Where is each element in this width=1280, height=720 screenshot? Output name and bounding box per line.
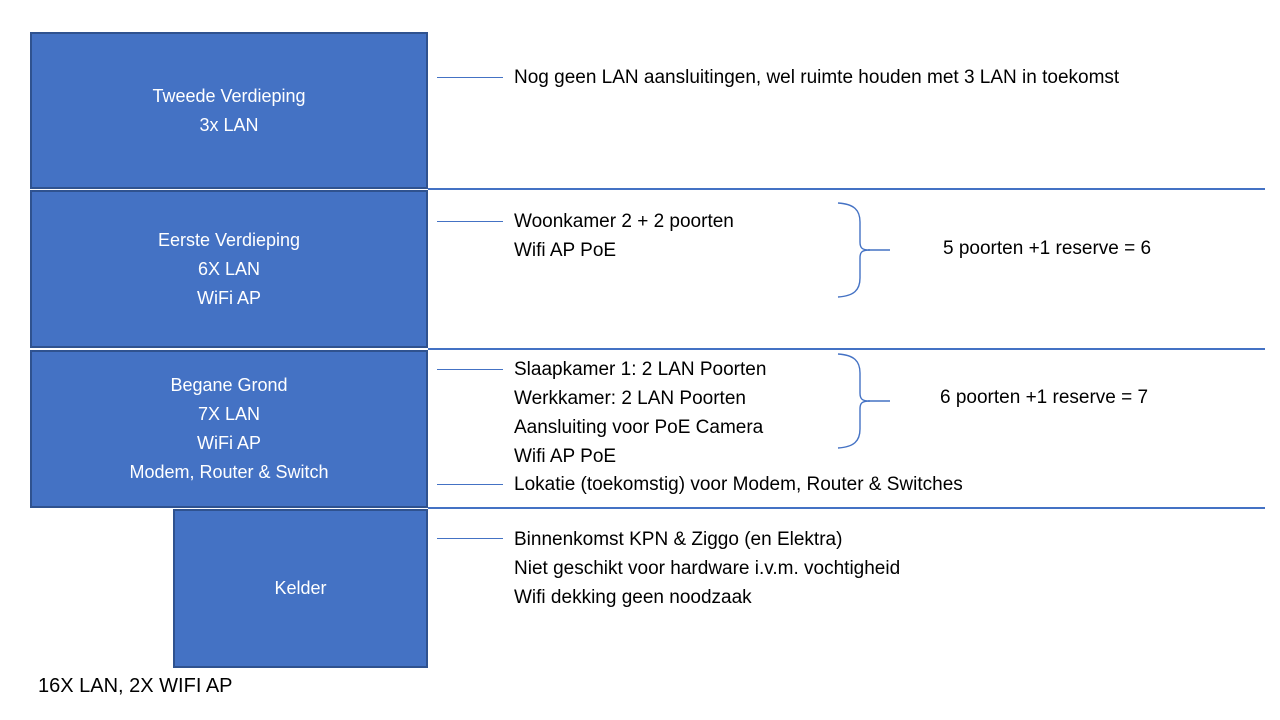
annotation-line: Niet geschikt voor hardware i.v.m. vocht…	[514, 558, 901, 579]
annotation-line: Wifi AP PoE	[514, 240, 617, 261]
floor-label-line: 3x LAN	[199, 114, 259, 135]
annotation-line: Nog geen LAN aansluitingen, wel ruimte h…	[514, 67, 1120, 88]
floor-box-eerste-verdieping: Eerste Verdieping 6X LAN WiFi AP	[30, 190, 428, 348]
floor-label-line: Tweede Verdieping	[152, 85, 306, 106]
port-summary-begane: 6 poorten +1 reserve = 7	[940, 387, 1149, 408]
annotation-line: Aansluiting voor PoE Camera	[514, 417, 764, 438]
floor-label-line: 6X LAN	[197, 258, 261, 279]
annotation-begane-grond: Slaapkamer 1: 2 LAN Poorten Werkkamer: 2…	[514, 355, 766, 471]
annotation-line: Slaapkamer 1: 2 LAN Poorten	[514, 359, 767, 380]
leader-line-eerste	[437, 221, 503, 222]
annotation-lokatie: Lokatie (toekomstig) voor Modem, Router …	[514, 470, 963, 499]
curly-brace-eerste	[837, 202, 890, 298]
leader-line-tweede	[437, 77, 503, 78]
floor-divider-line	[428, 348, 1265, 350]
annotation-line: Lokatie (toekomstig) voor Modem, Router …	[514, 474, 963, 495]
annotation-line: Werkkamer: 2 LAN Poorten	[514, 388, 746, 409]
annotation-line: Wifi dekking geen noodzaak	[514, 587, 752, 608]
floor-divider-line	[428, 188, 1265, 190]
port-summary-eerste: 5 poorten +1 reserve = 6	[943, 238, 1152, 259]
floor-divider-line	[428, 507, 1265, 509]
leader-line-lokatie	[437, 484, 503, 485]
leader-line-kelder	[437, 538, 503, 539]
floor-box-kelder: Kelder	[173, 509, 428, 668]
floor-label-line: Kelder	[274, 578, 327, 598]
floor-label-line: WiFi AP	[196, 287, 261, 308]
floor-label-line: Eerste Verdieping	[157, 229, 301, 250]
leader-line-begane	[437, 369, 503, 370]
total-count-label: 16X LAN, 2X WIFI AP	[38, 675, 233, 697]
floor-box-tweede-verdieping: Tweede Verdieping 3x LAN	[30, 32, 428, 189]
floor-label-line: 7X LAN	[197, 404, 261, 424]
floor-label-line: Begane Grond	[170, 375, 288, 395]
annotation-tweede-verdieping: Nog geen LAN aansluitingen, wel ruimte h…	[514, 63, 1119, 92]
floor-box-begane-grond: Begane Grond 7X LAN WiFi AP Modem, Route…	[30, 350, 428, 508]
annotation-line: Woonkamer 2 + 2 poorten	[514, 211, 734, 232]
annotation-line: Binnenkomst KPN & Ziggo (en Elektra)	[514, 529, 843, 550]
curly-brace-begane	[837, 353, 890, 449]
annotation-kelder: Binnenkomst KPN & Ziggo (en Elektra) Nie…	[514, 525, 900, 612]
annotation-line: Wifi AP PoE	[514, 446, 617, 467]
floor-label-line: WiFi AP	[196, 433, 261, 453]
floor-label-line: Modem, Router & Switch	[129, 462, 329, 482]
annotation-eerste-verdieping: Woonkamer 2 + 2 poorten Wifi AP PoE	[514, 207, 734, 265]
